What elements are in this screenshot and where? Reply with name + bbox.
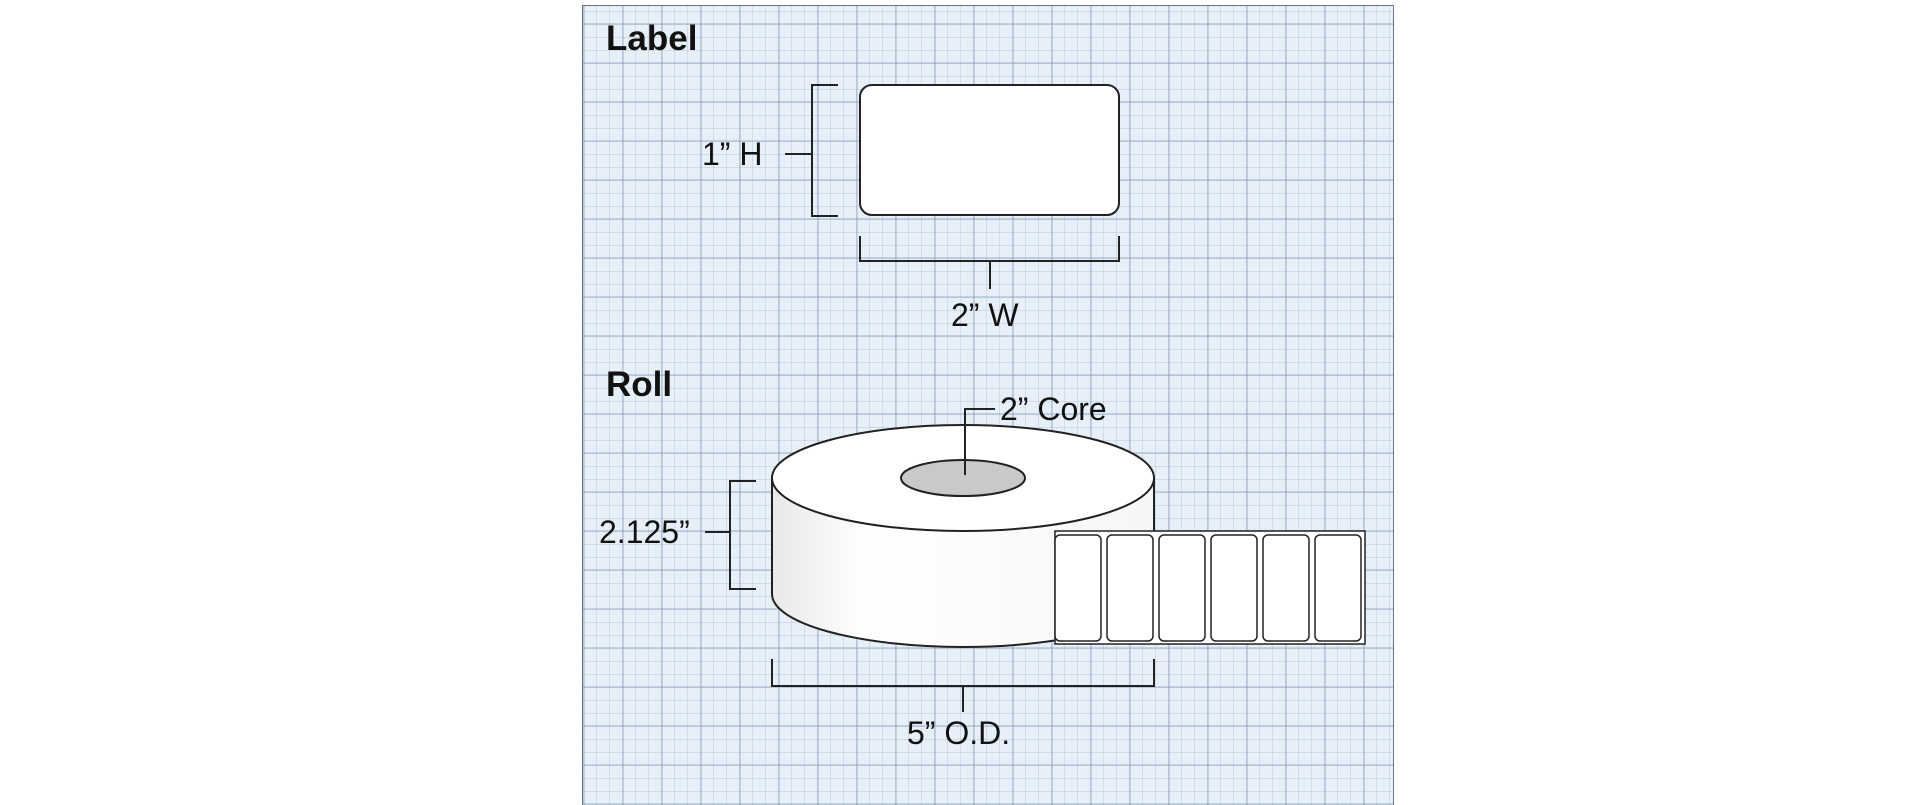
liner-label (1158, 534, 1206, 642)
liner-label (1210, 534, 1258, 642)
label-shape (859, 84, 1120, 216)
od-bracket (771, 659, 1155, 687)
label-heading: Label (606, 19, 697, 58)
core-leader (964, 408, 995, 475)
roll-core (900, 459, 1026, 497)
liner-label (1106, 534, 1154, 642)
liner-label (1054, 534, 1102, 642)
liner-label (1314, 534, 1362, 642)
od-text: 5” O.D. (907, 715, 1010, 751)
roll-width-bracket (729, 480, 756, 590)
width-bracket (859, 236, 1120, 262)
roll-width-text: 2.125” (599, 514, 690, 550)
roll-heading: Roll (606, 365, 672, 404)
core-text: 2” Core (1000, 391, 1107, 427)
label-height-text: 1” H (702, 136, 762, 172)
height-bracket (811, 84, 838, 217)
liner-label (1262, 534, 1310, 642)
liner-labels (1054, 534, 1362, 642)
label-width-text: 2” W (951, 297, 1019, 333)
